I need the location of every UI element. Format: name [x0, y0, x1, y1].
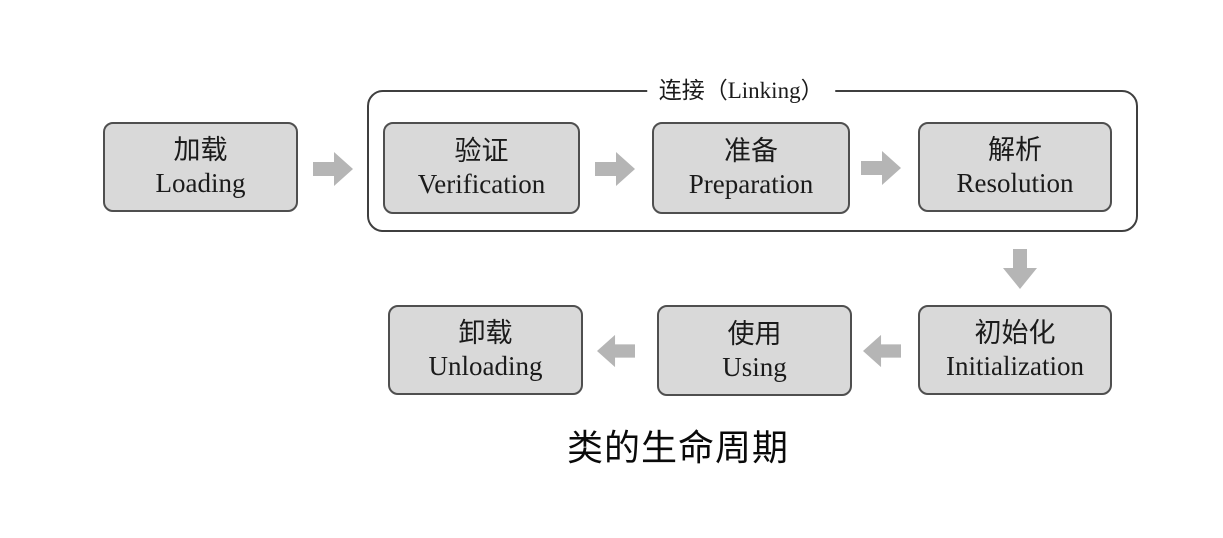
node-preparation-label-zh: 准备	[724, 136, 778, 166]
node-unloading-label-en: Unloading	[428, 351, 543, 381]
node-initialization: 初始化 Initialization	[918, 305, 1112, 395]
arrow-verification-to-preparation-icon	[595, 149, 635, 189]
node-verification-label-zh: 验证	[454, 136, 509, 166]
node-loading-label-zh: 加载	[173, 135, 228, 165]
node-loading: 加载 Loading	[103, 122, 298, 212]
diagram-caption: 类的生命周期	[566, 428, 789, 468]
arrow-preparation-to-resolution-icon	[861, 148, 901, 188]
node-preparation: 准备 Preparation	[652, 122, 850, 214]
linking-group: 连接（Linking）	[367, 76, 1138, 232]
linking-group-label: 连接（Linking）	[646, 76, 836, 106]
node-verification: 验证 Verification	[383, 122, 580, 214]
node-using: 使用 Using	[657, 305, 852, 396]
node-initialization-label-en: Initialization	[946, 351, 1084, 381]
node-resolution-label-en: Resolution	[956, 168, 1074, 198]
arrow-loading-to-linking-icon	[313, 149, 353, 189]
arrow-linking-to-initialization-icon	[1000, 249, 1040, 289]
node-verification-label-en: Verification	[417, 169, 546, 199]
node-resolution: 解析 Resolution	[918, 122, 1112, 212]
node-using-label-en: Using	[722, 351, 787, 382]
arrow-using-to-unloading-icon	[597, 332, 635, 370]
node-initialization-label-zh: 初始化	[974, 318, 1056, 348]
node-unloading-label-zh: 卸载	[458, 318, 513, 348]
arrow-initialization-to-using-icon	[863, 332, 901, 370]
node-unloading: 卸载 Unloading	[388, 305, 583, 395]
node-preparation-label-en: Preparation	[688, 169, 814, 199]
node-resolution-label-zh: 解析	[988, 135, 1042, 165]
node-loading-label-en: Loading	[155, 168, 246, 198]
node-using-label-zh: 使用	[727, 318, 782, 349]
